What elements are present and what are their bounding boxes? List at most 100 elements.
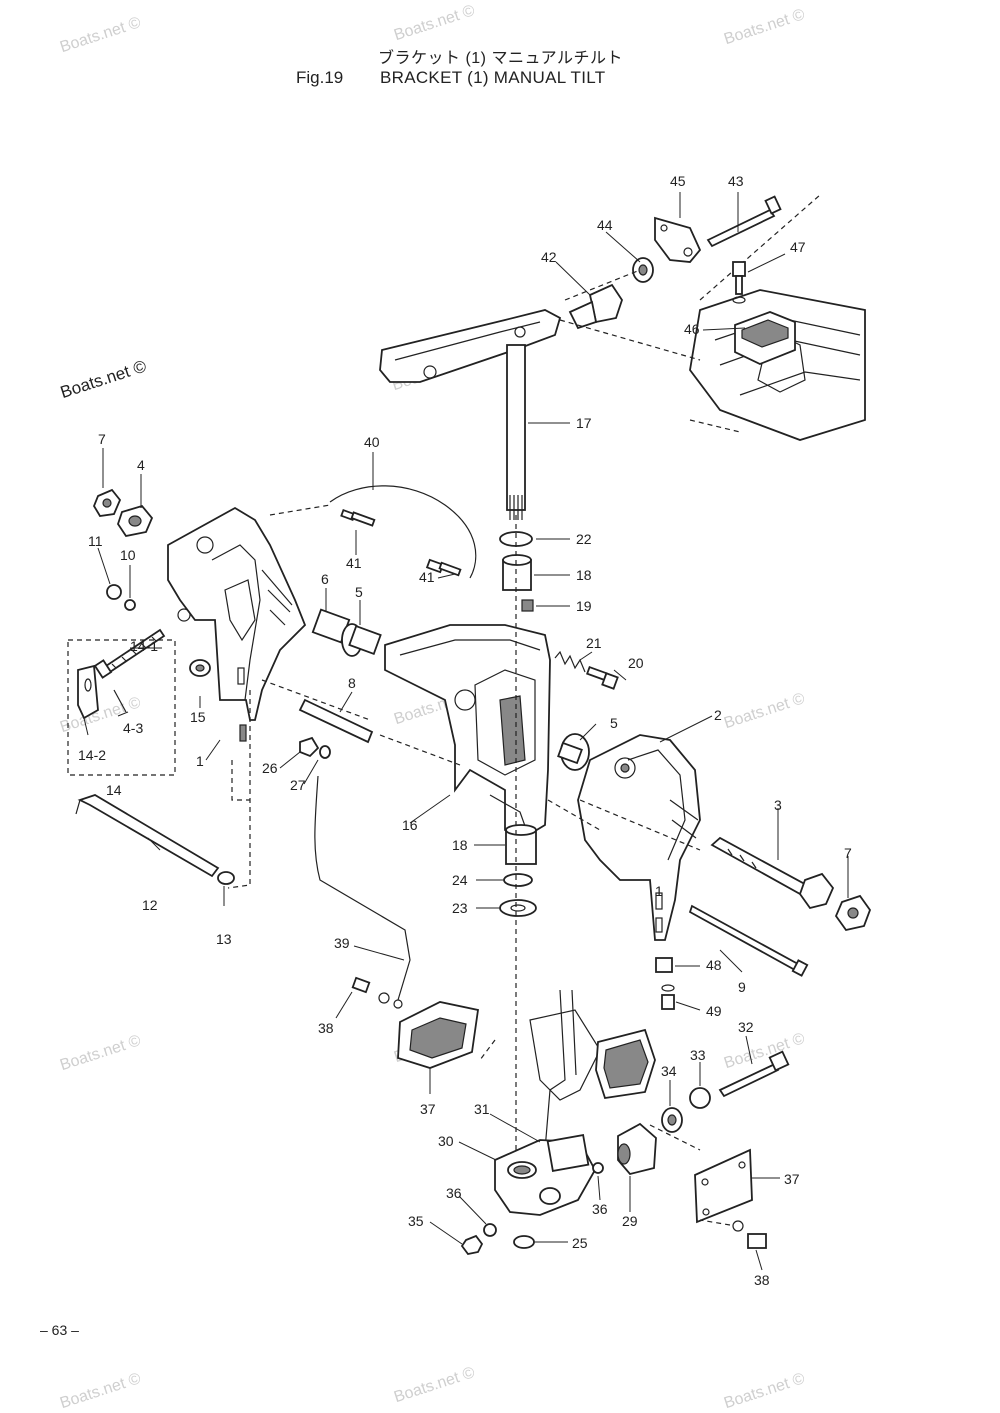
- bolt-38-upper: [351, 976, 403, 1009]
- nut-7-left: [92, 488, 122, 517]
- callout: 36: [592, 1201, 608, 1217]
- tilt-rod-12: [75, 794, 220, 878]
- callout: 8: [348, 675, 356, 691]
- callout: 4: [137, 457, 145, 473]
- callout: 5: [610, 715, 618, 731]
- callout: 46: [684, 321, 700, 337]
- callout: 38: [754, 1272, 770, 1288]
- callout: 27: [290, 777, 306, 793]
- callout: 39: [334, 935, 350, 951]
- callout: 14: [106, 782, 122, 798]
- pin-4-3: [113, 689, 127, 713]
- lower-mount-bracket: [529, 989, 601, 1151]
- callout: 9: [738, 979, 746, 995]
- damper-31: [546, 1134, 590, 1172]
- flanged-bushing-5-lower: [557, 733, 590, 771]
- clamp-bracket-left: [167, 506, 307, 721]
- callout: 15: [190, 709, 206, 725]
- tilt-pin-8: [298, 698, 374, 744]
- callout: 34: [661, 1063, 677, 1079]
- nut-4: [117, 504, 154, 538]
- callout: 29: [622, 1213, 638, 1229]
- callout-labels: 45 43 44 47 42 46 17 7 4 40 11 10 22 41 …: [78, 173, 852, 1288]
- mount-rubber-29: [617, 1122, 657, 1176]
- bolt-38-lower: [732, 1220, 767, 1249]
- callout: 4-3: [123, 720, 143, 736]
- clamp-bracket-right: [577, 734, 701, 941]
- callout: 49: [706, 1003, 722, 1019]
- bushing-18-lower: [505, 824, 537, 865]
- callout: 18: [576, 567, 592, 583]
- callout: 42: [541, 249, 557, 265]
- bolt-43: [706, 195, 782, 248]
- callout: 44: [597, 217, 613, 233]
- washer-36-right: [592, 1162, 604, 1174]
- callout: 35: [408, 1213, 424, 1229]
- spring-21: [554, 650, 586, 673]
- callout: 1: [655, 883, 663, 899]
- mount-block-46: [734, 311, 796, 365]
- callout: 37: [420, 1101, 436, 1117]
- swivel-bracket-16: [384, 624, 551, 842]
- callout: 21: [586, 635, 602, 651]
- callout: 14-2: [78, 747, 106, 763]
- callout: 48: [706, 957, 722, 973]
- bolt-47: [732, 261, 746, 304]
- ground-cable-39: [314, 775, 411, 1001]
- callout: 13: [216, 931, 232, 947]
- bolt-49: [661, 984, 675, 1010]
- callout: 7: [98, 431, 106, 447]
- callout: 18: [452, 837, 468, 853]
- rubber-mount-42: [568, 283, 623, 330]
- bolt-41-upper: [340, 508, 376, 527]
- bushing-18-upper: [502, 554, 532, 591]
- steering-arm: [379, 309, 562, 383]
- callout: 33: [690, 1047, 706, 1063]
- callout: 37: [784, 1171, 800, 1187]
- assembly-lines: [227, 269, 731, 1226]
- callout: 41: [419, 569, 435, 585]
- washer-33: [689, 1087, 711, 1109]
- english-title: BRACKET (1) MANUAL TILT: [380, 68, 606, 87]
- callout: 25: [572, 1235, 588, 1251]
- mount-rubber-upper-right: [595, 1028, 656, 1100]
- callout: 22: [576, 531, 592, 547]
- lower-mount-housing: [689, 194, 866, 441]
- clamp-pad-14-2: [77, 664, 99, 720]
- callout: 2: [714, 707, 722, 723]
- mount-rubber-37-upper-left: [397, 1001, 480, 1069]
- callout: 7: [844, 845, 852, 861]
- washer-23: [499, 899, 537, 917]
- steering-shaft-17: [506, 344, 526, 520]
- plate-37-lower: [694, 1148, 753, 1224]
- bolt-32: [718, 1050, 790, 1098]
- callout: 47: [790, 239, 806, 255]
- ground-cable-40: [329, 485, 477, 579]
- page-number: – 63 –: [40, 1322, 79, 1338]
- callout: 12: [142, 897, 158, 913]
- bolt-41-lower: [425, 558, 462, 577]
- tilt-tube-3: [710, 836, 835, 910]
- callout: 20: [628, 655, 644, 671]
- screw-1-left: [239, 724, 247, 742]
- washer-10: [124, 599, 136, 611]
- bolt-9: [688, 904, 809, 977]
- o-ring-24: [503, 873, 533, 887]
- callout: 24: [452, 872, 468, 888]
- nut-44: [632, 257, 654, 283]
- callout: 41: [346, 555, 362, 571]
- callout: 30: [438, 1133, 454, 1149]
- callout: 5: [355, 584, 363, 600]
- callout: 40: [364, 434, 380, 450]
- nut-35: [460, 1234, 484, 1255]
- grease-fitting-13: [217, 871, 235, 885]
- callout: 14-1: [130, 638, 158, 654]
- callout: 45: [670, 173, 686, 189]
- nut-48: [655, 957, 673, 973]
- key-19: [521, 599, 534, 612]
- callout: 11: [88, 533, 103, 549]
- callout: 23: [452, 900, 468, 916]
- callout: 3: [774, 797, 782, 813]
- figure-number: Fig.19: [296, 68, 344, 87]
